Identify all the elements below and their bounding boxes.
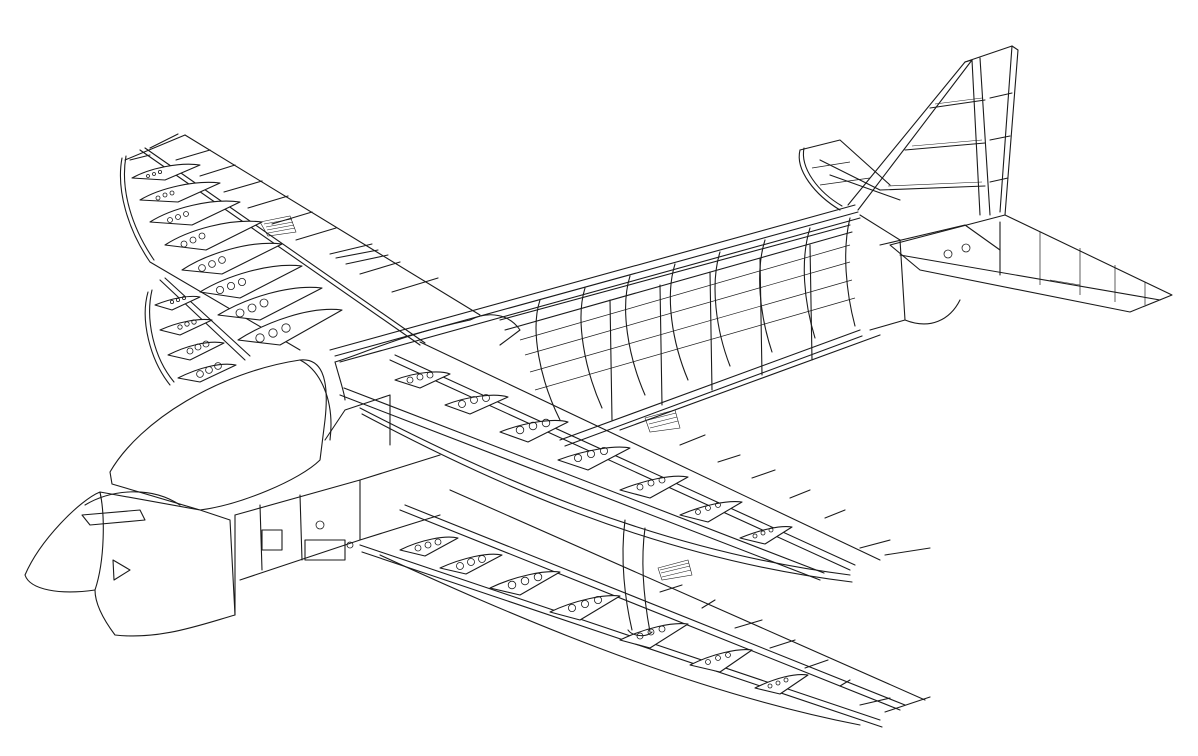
right-wing-rear [359, 489, 931, 728]
horizontal-stabilizer-right [889, 214, 1173, 313]
right-wing-front [339, 341, 931, 583]
nose-cowl [24, 314, 521, 637]
upper-left-wing [119, 133, 481, 351]
cockpit-frame [234, 394, 441, 581]
fuselage-frame [329, 204, 1001, 447]
horizontal-stabilizer-left [798, 139, 901, 211]
vertical-stabilizer [847, 45, 1019, 216]
left-lower-wing [144, 277, 251, 386]
